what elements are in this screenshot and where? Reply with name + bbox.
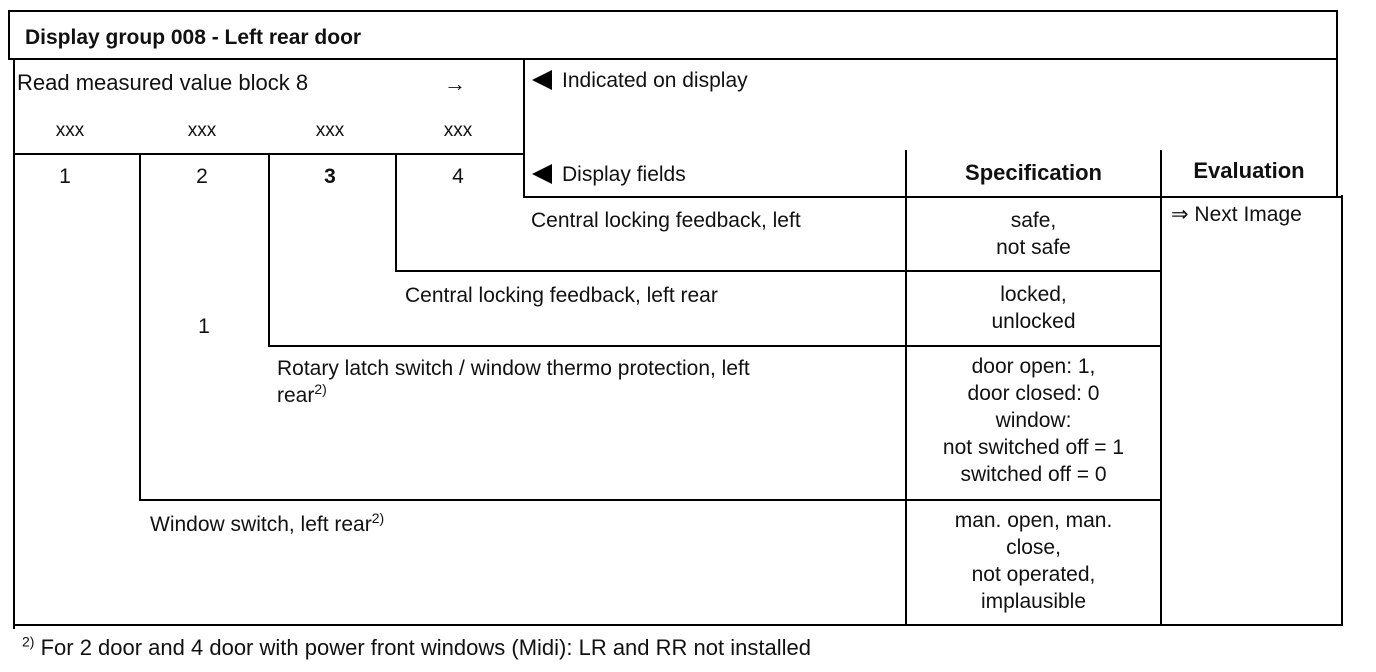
field-number-4: 4 <box>452 165 464 188</box>
xxx-label: xxx <box>443 120 473 141</box>
row-2-description: Central locking feedback, left rear <box>405 284 718 307</box>
spec-line: not safe <box>996 236 1071 259</box>
row-2-spec: locked, unlocked <box>907 281 1160 335</box>
xxx-label: xxx <box>187 120 217 141</box>
field-number-1: 1 <box>59 165 71 188</box>
pointer-left-icon <box>532 70 552 90</box>
footnote-text: For 2 door and 4 door with power front w… <box>40 635 811 660</box>
read-block-label: Read measured value block 8 <box>17 70 309 95</box>
table-border-top <box>8 10 1336 12</box>
field-bracket-4 <box>395 153 397 272</box>
evaluation-header: Evaluation <box>1193 158 1305 183</box>
indicated-on-display: Indicated on display <box>532 67 748 94</box>
xxx-label: xxx <box>315 120 345 141</box>
indicated-on-display-label: Indicated on display <box>562 69 748 92</box>
table-border-bottom <box>13 624 1343 626</box>
spec-column-right <box>1160 150 1162 626</box>
specification-header: Specification <box>965 160 1102 185</box>
row-3-description: Rotary latch switch / window thermo prot… <box>277 355 750 409</box>
spec-line: close, <box>1006 536 1061 559</box>
field-bracket-2-bottom <box>139 499 1162 501</box>
spec-line: switched off = 0 <box>960 463 1107 486</box>
table-border-left-lower <box>13 58 15 629</box>
spec-line: door open: 1, <box>971 355 1096 378</box>
row-4-description-text: Window switch, left rear <box>150 513 372 536</box>
table-border-right-lower <box>1341 195 1343 624</box>
row-3-description-line1: Rotary latch switch / window thermo prot… <box>277 357 750 380</box>
row-3-description-rear: rear <box>277 384 315 407</box>
spec-line: window: <box>995 409 1072 432</box>
field-number-2: 2 <box>196 165 208 188</box>
row-1-description: Central locking feedback, left <box>531 209 801 232</box>
spec-line: door closed: 0 <box>967 382 1100 405</box>
spec-line: man. open, man. <box>954 509 1113 532</box>
title-divider <box>8 58 1338 60</box>
field-number-3: 3 <box>324 165 336 188</box>
display-fields: Display fields <box>532 161 686 188</box>
spec-column-left <box>905 150 907 626</box>
display-fields-label: Display fields <box>562 163 686 186</box>
field-bracket-3-bottom <box>268 345 1162 347</box>
spec-line: locked, <box>1000 283 1067 306</box>
row-3-spec: door open: 1, door closed: 0 window: not… <box>907 353 1160 488</box>
row-1-spec: safe, not safe <box>907 207 1160 261</box>
field-bracket-3 <box>268 153 270 347</box>
block-right-divider <box>523 58 525 198</box>
pointer-left-icon <box>532 164 552 184</box>
spec-line: unlocked <box>991 310 1076 333</box>
footnote-ref: 2) <box>314 381 327 397</box>
footnote: 2) For 2 door and 4 door with power fron… <box>22 634 811 661</box>
read-block-arrow: → <box>444 71 466 96</box>
field-bracket-4-bottom <box>395 270 1162 272</box>
page-title: Display group 008 - Left rear door <box>25 26 362 49</box>
footnote-mark: 2) <box>22 633 35 650</box>
spec-line: implausible <box>980 590 1087 613</box>
spec-line: not switched off = 1 <box>942 436 1125 459</box>
display-fields-line <box>523 196 1343 198</box>
footnote-ref: 2) <box>371 510 385 526</box>
field-bracket-2 <box>139 153 141 501</box>
row-4-spec: man. open, man. close, not operated, imp… <box>907 507 1160 615</box>
spec-line: safe, <box>1010 209 1057 232</box>
table-border-left <box>8 10 10 58</box>
table-border-right <box>1336 10 1338 196</box>
row-4-description: Window switch, left rear2) <box>150 511 384 538</box>
next-image-link[interactable]: ⇒ Next Image <box>1171 203 1302 226</box>
xxx-label: xxx <box>55 120 85 141</box>
field-2-value: 1 <box>198 315 210 338</box>
row-3-description-line2: rear2) <box>277 382 750 409</box>
spec-line: not operated, <box>971 563 1096 586</box>
